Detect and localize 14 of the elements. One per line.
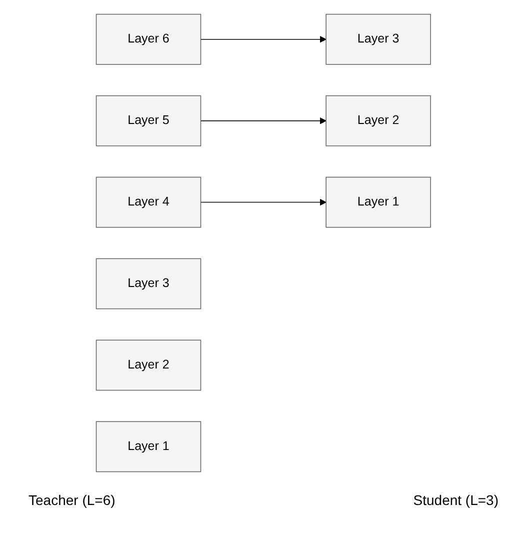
column-label: Student (L=3) (413, 492, 498, 508)
arrow (200, 117, 326, 124)
node-box: Layer 4 (96, 176, 202, 228)
node-box: Layer 3 (96, 258, 202, 310)
arrow (200, 198, 326, 206)
node-box: Layer 1 (326, 176, 432, 228)
node-box: Layer 5 (96, 95, 202, 146)
node-box: Layer 6 (96, 14, 202, 65)
column-label: Teacher (L=6) (28, 492, 116, 508)
node-box: Layer 2 (326, 95, 432, 146)
node-box: Layer 3 (326, 14, 432, 65)
arrow (200, 36, 326, 43)
node-box: Layer 2 (96, 340, 202, 391)
node-box: Layer 1 (96, 421, 202, 472)
